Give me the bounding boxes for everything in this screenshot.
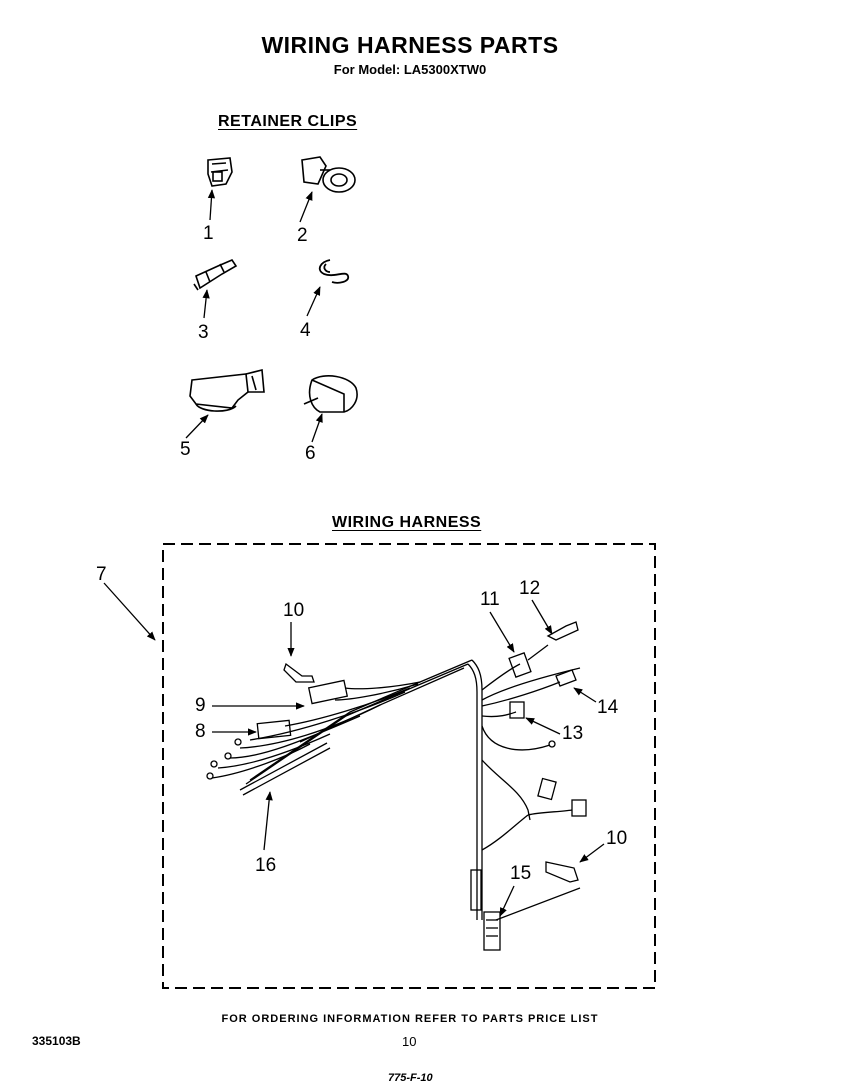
callout-9: 9 (195, 695, 206, 716)
arrow-13 (525, 717, 561, 735)
arrow-2 (299, 191, 313, 223)
callout-10-left: 10 (283, 600, 305, 621)
retainer-clip-2-drawing (301, 156, 356, 193)
callout-10-right: 10 (606, 828, 628, 849)
callout-15: 15 (510, 863, 532, 884)
callout-11: 11 (480, 589, 500, 610)
arrow-15 (499, 885, 515, 917)
section-wiring-harness: WIRING HARNESS (332, 514, 482, 531)
page-number: 10 (402, 1034, 417, 1049)
arrow-4 (306, 286, 321, 317)
wiring-harness-drawing (206, 621, 587, 951)
model-subtitle: For Model: LA5300XTW0 (333, 62, 487, 77)
retainer-clip-3-drawing (193, 259, 238, 291)
ordering-info-note: FOR ORDERING INFORMATION REFER TO PARTS … (221, 1013, 599, 1025)
callout-7: 7 (96, 564, 107, 585)
callout-12: 12 (519, 578, 541, 599)
arrow-12 (531, 599, 553, 635)
callout-1: 1 (203, 223, 214, 244)
callout-13: 13 (562, 723, 584, 744)
retainer-clip-6-drawing (303, 375, 358, 413)
arrow-10-right (579, 843, 605, 863)
arrow-1 (207, 189, 216, 221)
callout-16: 16 (255, 855, 277, 876)
catalog-stamp: 775-F-10 (388, 1072, 433, 1084)
document-number: 335103B (32, 1034, 81, 1048)
callout-8: 8 (195, 721, 206, 742)
callout-2: 2 (297, 225, 308, 246)
retainer-clip-5-drawing (189, 368, 265, 412)
harness-box (162, 543, 656, 989)
callout-6: 6 (305, 443, 316, 464)
arrow-3 (202, 289, 210, 319)
retainer-clip-1-drawing (207, 157, 233, 187)
callout-5: 5 (180, 439, 191, 460)
arrow-11 (489, 611, 515, 653)
section-retainer-clips: RETAINER CLIPS (218, 113, 358, 130)
arrow-6 (311, 413, 323, 443)
callout-14: 14 (597, 697, 619, 718)
callout-4: 4 (300, 320, 311, 341)
arrow-7 (103, 582, 156, 641)
retainer-clip-4-drawing (318, 259, 350, 284)
page-title: WIRING HARNESS PARTS (261, 32, 559, 58)
arrow-5 (185, 414, 209, 439)
callout-3: 3 (198, 322, 209, 343)
arrow-14 (573, 687, 597, 703)
arrow-16 (263, 791, 273, 851)
